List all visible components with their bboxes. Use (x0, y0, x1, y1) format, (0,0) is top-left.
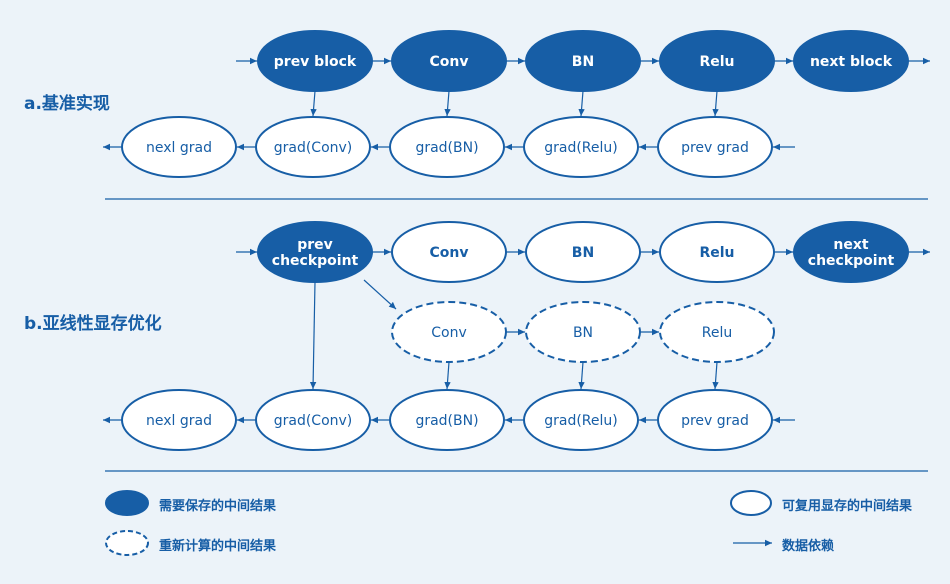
b-fwd-node-conv: Conv (391, 221, 507, 283)
a-fwd-node-bn-shape (525, 30, 641, 92)
a-fwd-node-bn-label: BN (572, 54, 594, 70)
b-fwd-node-conv-label: Conv (430, 245, 469, 261)
b-recompute-node-bn-label: BN (573, 325, 593, 341)
a-bwd-node-grad-conv-shape (255, 116, 371, 178)
b-fwd-node-prev-checkpoint-label: checkpoint (272, 253, 359, 269)
legend-recompute-text: 重新计算的中间结果 (159, 539, 277, 554)
a-bwd-node-grad-relu: grad(Relu) (523, 116, 639, 178)
b-bwd-node-grad-conv-shape (255, 389, 371, 451)
b-bwd-node-grad-bn-shape (389, 389, 505, 451)
b-fwd-node-relu-label: Relu (699, 245, 734, 261)
a-fwd-node-conv-shape (391, 30, 507, 92)
b-fwd-node-next-checkpoint-label: next (833, 237, 868, 253)
b-dep-2 (578, 361, 585, 390)
a-fwd-node-prev-block-label: prev block (274, 54, 357, 70)
legend-reusable-text: 可复用显存的中间结果 (782, 499, 913, 514)
a-fwd-node-next-block-label: next block (810, 54, 893, 70)
b-recompute-node-relu-label: Relu (702, 325, 732, 341)
b-recompute-node-relu: Relu (659, 301, 775, 363)
b-checkpoint-to-grad (309, 281, 317, 390)
a-fwd-node-next-block: next block (793, 30, 909, 92)
legend-dependency-text: 数据依赖 (782, 539, 835, 554)
a-bwd-node-grad-conv-label: grad(Conv) (274, 140, 353, 156)
b-fwd-node-bn-label: BN (572, 245, 594, 261)
a-bwd-node-prev-grad: prev grad (657, 116, 773, 178)
legend-reusable-shape (730, 490, 772, 516)
a-bwd-node-grad-relu-shape (523, 116, 639, 178)
b-recompute-node-conv-shape (391, 301, 507, 363)
a-bwd-node-grad-bn-shape (389, 116, 505, 178)
b-bwd-node-nexl-grad-shape (121, 389, 237, 451)
b-recompute-node-conv: Conv (391, 301, 507, 363)
b-dep-3 (712, 361, 719, 390)
legend-saved-text: 需要保存的中间结果 (159, 499, 277, 514)
b-bwd-node-nexl-grad: nexl grad (121, 389, 237, 451)
a-bwd-node-prev-grad-label: prev grad (681, 140, 749, 156)
a-fwd-node-prev-block: prev block (257, 30, 373, 92)
a-dep-3 (712, 90, 719, 117)
a-bwd-node-nexl-grad: nexl grad (121, 116, 237, 178)
b-bwd-node-grad-bn-label: grad(BN) (415, 413, 478, 429)
section-b-label: b.亚线性显存优化 (24, 314, 162, 334)
legend-saved-shape (105, 490, 149, 516)
a-bwd-node-prev-grad-shape (657, 116, 773, 178)
a-fwd-node-conv: Conv (391, 30, 507, 92)
section-a-label: a.基准实现 (24, 94, 110, 114)
b-bwd-node-grad-relu: grad(Relu) (523, 389, 639, 451)
b-bwd-node-grad-bn: grad(BN) (389, 389, 505, 451)
b-bwd-node-prev-grad-label: prev grad (681, 413, 749, 429)
legend-recompute-shape (105, 530, 149, 556)
b-bwd-node-nexl-grad-label: nexl grad (146, 413, 212, 429)
b-fwd-node-prev-checkpoint-shape (257, 221, 373, 283)
a-fwd-node-relu-label: Relu (699, 54, 734, 70)
b-bwd-node-prev-grad: prev grad (657, 389, 773, 451)
b-recompute-node-bn: BN (525, 301, 641, 363)
b-bwd-node-grad-conv: grad(Conv) (255, 389, 371, 451)
a-bwd-node-nexl-grad-label: nexl grad (146, 140, 212, 156)
b-bwd-node-grad-conv-label: grad(Conv) (274, 413, 353, 429)
b-dep-1 (444, 361, 451, 390)
a-bwd-node-nexl-grad-shape (121, 116, 237, 178)
a-dep-2 (578, 90, 585, 117)
a-fwd-node-relu-shape (659, 30, 775, 92)
edges-layer (103, 57, 930, 547)
b-fwd-node-prev-checkpoint-label: prev (297, 237, 333, 253)
a-dep-0 (310, 90, 317, 117)
b-fwd-node-relu-shape (659, 221, 775, 283)
b-fwd-node-conv-shape (391, 221, 507, 283)
b-checkpoint-to-recompute (363, 279, 397, 310)
b-bwd-node-grad-relu-label: grad(Relu) (544, 413, 618, 429)
a-fwd-node-prev-block-shape (257, 30, 373, 92)
b-fwd-node-next-checkpoint-label: checkpoint (808, 253, 895, 269)
a-bwd-node-grad-bn: grad(BN) (389, 116, 505, 178)
a-bwd-node-grad-relu-label: grad(Relu) (544, 140, 618, 156)
a-fwd-node-relu: Relu (659, 30, 775, 92)
b-recompute-node-relu-shape (659, 301, 775, 363)
a-fwd-node-bn: BN (525, 30, 641, 92)
a-bwd-node-grad-conv: grad(Conv) (255, 116, 371, 178)
b-bwd-node-grad-relu-shape (523, 389, 639, 451)
a-dep-1 (444, 90, 451, 117)
b-fwd-node-bn-shape (525, 221, 641, 283)
b-recompute-node-bn-shape (525, 301, 641, 363)
a-fwd-node-conv-label: Conv (430, 54, 469, 70)
b-recompute-node-conv-label: Conv (431, 325, 467, 341)
b-fwd-node-next-checkpoint-shape (793, 221, 909, 283)
a-fwd-node-next-block-shape (793, 30, 909, 92)
b-fwd-node-relu: Relu (659, 221, 775, 283)
b-fwd-node-bn: BN (525, 221, 641, 283)
a-bwd-node-grad-bn-label: grad(BN) (415, 140, 478, 156)
b-bwd-node-prev-grad-shape (657, 389, 773, 451)
